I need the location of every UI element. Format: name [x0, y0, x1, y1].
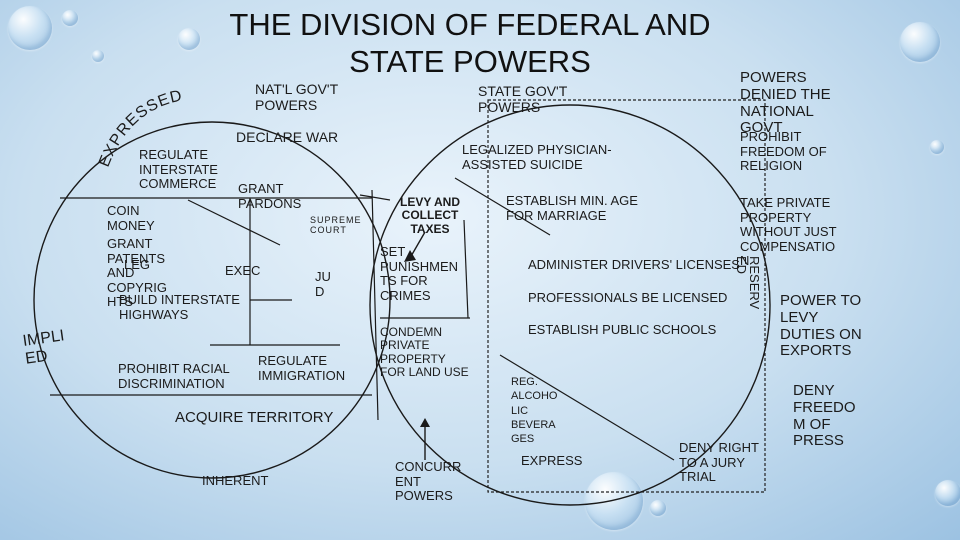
divider-line [371, 189, 379, 421]
water-drop [935, 480, 960, 506]
divider-line [454, 177, 551, 236]
page-title: THE DIVISION OF FEDERAL AND STATE POWERS [229, 7, 711, 80]
express-label: EXPRESS [521, 453, 583, 468]
arrowhead [420, 418, 430, 427]
supreme-court-label: SUPREME COURT [310, 215, 362, 236]
national-powers-label: NAT'L GOV'T POWERS [255, 81, 339, 113]
professionals-licensed-item: PROFESSIONALS BE LICENSED [528, 290, 728, 305]
divider-line [187, 199, 281, 246]
pointer-arrow [409, 231, 426, 259]
federal-circle [33, 121, 391, 479]
water-drop [62, 10, 78, 26]
judicial-label: JU D [315, 269, 331, 299]
drivers-licenses-item: ADMINISTER DRIVERS' LICENSES [528, 257, 740, 272]
state-circle [369, 104, 771, 506]
declare-war-item: DECLARE WAR [236, 129, 339, 145]
acquire-territory-item: ACQUIRE TERRITORY [175, 409, 334, 426]
jury-trial-item: DENY RIGHT TO A JURY TRIAL [679, 440, 759, 485]
concurrent-powers-label: CONCURR ENT POWERS [395, 459, 462, 504]
arrowhead [404, 250, 416, 262]
water-drop [900, 22, 940, 62]
grant-patents-item: GRANT PATENTS AND COPYRIG HTS [107, 236, 167, 310]
prohibit-racial-item: PROHIBIT RACIAL DISCRIMINATION [118, 361, 230, 391]
pointer-arrow [359, 194, 391, 201]
build-highways-item: BUILD INTERSTATE HIGHWAYS [119, 292, 240, 322]
divider-line [463, 219, 469, 319]
reserved-vertical-label: RESERV ED [734, 256, 762, 310]
water-drop [178, 28, 200, 50]
expressed-arc-label: EXPRESSED [96, 87, 183, 169]
denied-powers-box [487, 99, 766, 493]
take-property-item: TAKE PRIVATE PROPERTY WITHOUT JUST COMPE… [740, 195, 837, 269]
legislative-label: LEG [124, 257, 151, 272]
water-drop [650, 500, 666, 516]
inherent-label: INHERENT [202, 473, 269, 488]
regulate-immigration-item: REGULATE IMMIGRATION [258, 353, 346, 383]
divider-line [499, 354, 675, 461]
water-drop [560, 22, 572, 34]
denied-powers-label: POWERS DENIED THE NATIONAL GOVT [740, 69, 831, 137]
export-duties-item: POWER TO LEVY DUTIES ON EXPORTS [780, 292, 862, 360]
water-drop [8, 6, 52, 50]
physician-suicide-item: LEGALIZED PHYSICIAN- ASSISTED SUICIDE [462, 142, 612, 172]
public-schools-item: ESTABLISH PUBLIC SCHOOLS [528, 322, 717, 337]
prohibit-religion-item: PROHIBIT FREEDOM OF RELIGION [740, 129, 827, 174]
deny-press-item: DENY FREEDO M OF PRESS [793, 382, 856, 450]
levy-taxes-item: LEVY AND COLLECT TAXES [400, 195, 461, 236]
regulate-commerce-item: REGULATE INTERSTATE COMMERCE [139, 147, 218, 192]
min-age-marriage-item: ESTABLISH MIN. AGE FOR MARRIAGE [506, 193, 638, 223]
executive-label: EXEC [225, 263, 261, 278]
water-drop [930, 140, 944, 154]
water-drop [92, 50, 104, 62]
coin-money-item: COIN MONEY [107, 203, 155, 233]
condemn-property-item: CONDEMN PRIVATE PROPERTY FOR LAND USE [380, 325, 469, 380]
implied-label: IMPLI ED [21, 327, 66, 368]
water-drop [585, 472, 643, 530]
state-powers-label: STATE GOV'T POWERS [478, 83, 568, 115]
set-punishments-item: SET PUNISHMEN TS FOR CRIMES [380, 244, 459, 303]
regulate-alcohol-item: REG. ALCOHO LIC BEVERA GES [511, 376, 558, 446]
grant-pardons-item: GRANT PARDONS [238, 181, 302, 211]
